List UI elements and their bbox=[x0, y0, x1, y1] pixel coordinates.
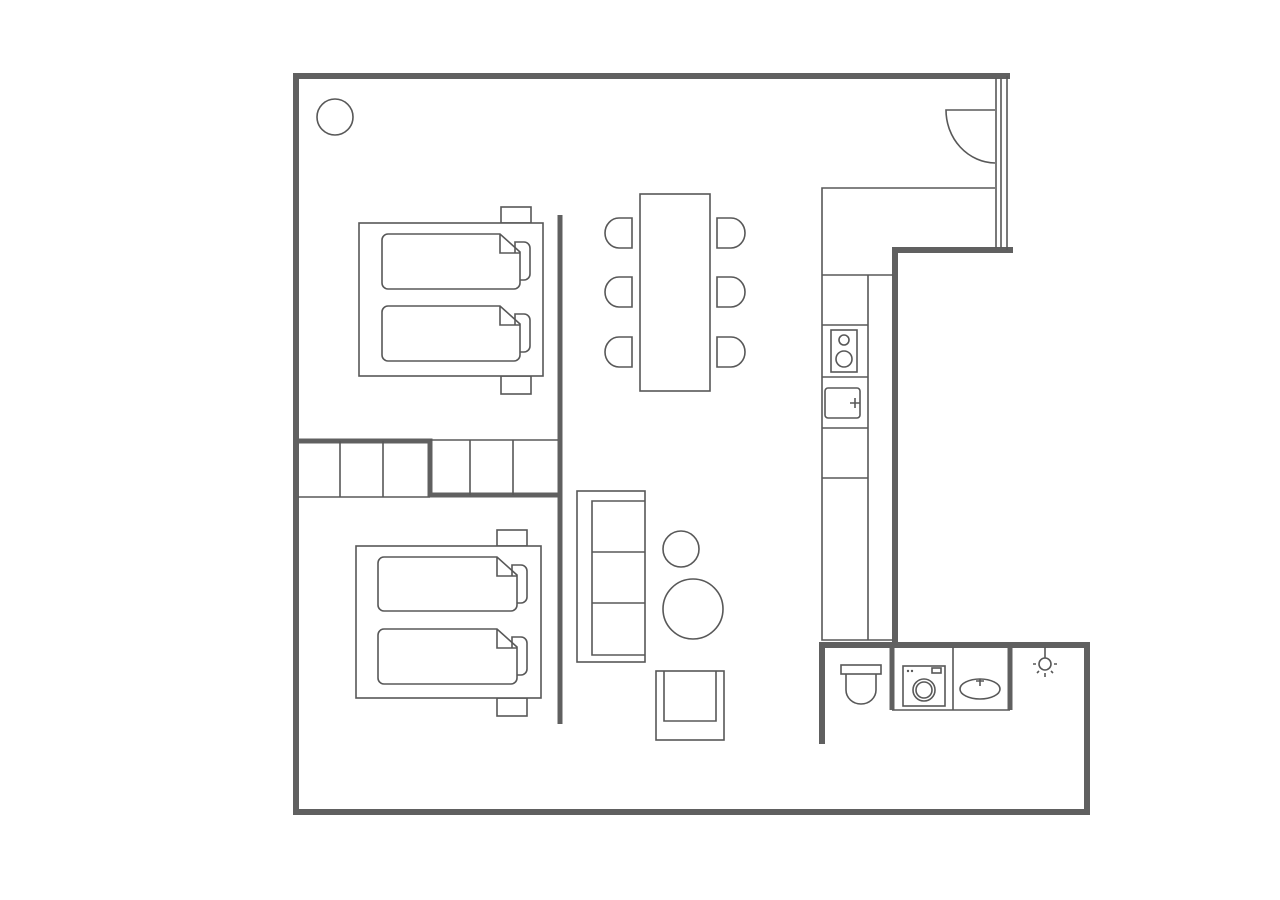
dining-table-icon bbox=[639, 193, 711, 392]
bed-icon bbox=[355, 529, 542, 717]
coffee-table-icon bbox=[662, 578, 724, 640]
outer-walls bbox=[293, 73, 1090, 815]
hob-icon bbox=[830, 329, 858, 373]
nightstand-icon bbox=[500, 375, 532, 395]
side-table-icon bbox=[662, 530, 700, 568]
washbasin-icon bbox=[959, 678, 1001, 700]
chair-icon bbox=[716, 217, 746, 249]
bathroom bbox=[840, 647, 1057, 711]
nightstand-icon bbox=[496, 529, 528, 547]
door-icon bbox=[945, 109, 996, 164]
chair-icon bbox=[604, 336, 633, 368]
chair-icon bbox=[716, 336, 746, 368]
chair-icon bbox=[716, 276, 746, 308]
stairs bbox=[298, 438, 560, 498]
chair-icon bbox=[604, 217, 633, 249]
toilet-icon bbox=[840, 664, 882, 705]
kitchen bbox=[821, 187, 995, 641]
living-area bbox=[576, 490, 725, 741]
kitchen-sink-icon bbox=[824, 387, 861, 419]
bed-icon bbox=[358, 206, 544, 395]
sofa-icon bbox=[576, 490, 646, 663]
washing-machine-icon bbox=[902, 665, 946, 707]
nightstand-icon bbox=[500, 206, 532, 224]
armchair-icon bbox=[655, 670, 725, 741]
window-icon bbox=[995, 76, 1008, 250]
column-icon bbox=[316, 98, 354, 136]
dining-area bbox=[604, 193, 746, 392]
nightstand-icon bbox=[496, 697, 528, 717]
chair-icon bbox=[604, 276, 633, 308]
ceiling-light-icon bbox=[1033, 647, 1057, 677]
